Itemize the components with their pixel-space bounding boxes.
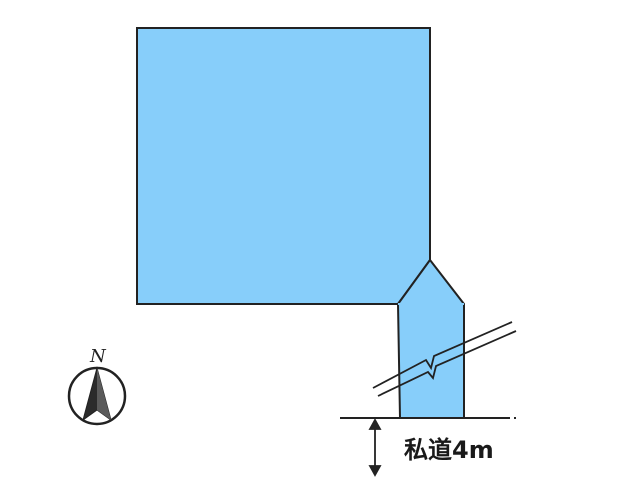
north-letter: N [89, 346, 107, 367]
compass: N [67, 346, 127, 426]
road-label: 私道4m [404, 436, 494, 464]
land-parcel [136, 27, 431, 305]
omission-break-mark [372, 321, 517, 397]
road-width-dimension-arrow [368, 418, 382, 477]
